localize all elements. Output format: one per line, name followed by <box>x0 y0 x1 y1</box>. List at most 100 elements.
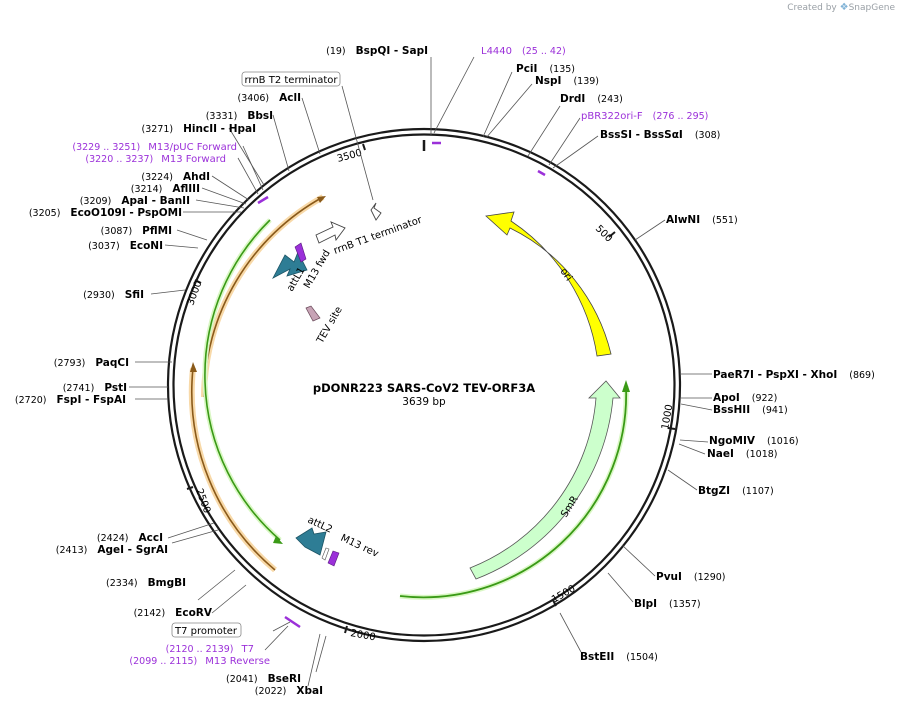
site-drdi[interactable]: DrdI (243) <box>560 93 623 105</box>
site-blpi[interactable]: BlpI(1357) <box>634 598 701 610</box>
tick-3000 <box>194 279 202 284</box>
site-econi[interactable]: (3037)EcoNI <box>88 240 163 252</box>
site-bsssi-pos: (308) <box>695 130 721 141</box>
plasmid-name: pDONR223 SARS-CoV2 TEV-ORF3A <box>313 381 535 395</box>
site-apoi[interactable]: ApoI(922) <box>713 392 777 404</box>
site-sgrai-name: AgeI - SgrAI <box>97 544 168 556</box>
site-psti[interactable]: (2741) PstI <box>63 382 127 394</box>
site-pvui-name: PvuI <box>656 571 682 583</box>
backbone-outer-ring <box>166 127 682 643</box>
smr-cds-line <box>399 385 628 599</box>
leader-lines <box>129 56 713 687</box>
site-ngomiv-pos: (1016) <box>767 436 799 447</box>
site-psti-name: PstI <box>104 382 127 394</box>
site-ecorv-pos: (2142) <box>134 608 166 619</box>
site-ahdi[interactable]: (3224)AhdI <box>141 171 210 183</box>
site-paqci[interactable]: (2793)PaqCI <box>54 357 129 369</box>
rrnb-t1-terminator-label: rrnB T1 terminator <box>332 214 424 256</box>
site-sfii-pos: (2930) <box>83 290 115 301</box>
site-pcii[interactable]: PciI (135) <box>516 63 575 75</box>
site-acci-pos: (2424) <box>97 533 129 544</box>
site-xhoi-name: PaeR7I - PspXI - XhoI <box>713 369 837 381</box>
created-by-text: Created by <box>787 3 837 13</box>
site-bsteii[interactable]: BstEII(1504) <box>580 651 658 663</box>
insert-cds-1-arrowhead <box>317 196 326 203</box>
site-beseri-pos: (2041) <box>226 674 258 685</box>
insert-green-line <box>204 219 281 541</box>
primer-m13-reverse-range: (2099 .. 2115) <box>129 656 197 667</box>
primer-m13-puc-forward-name: M13/pUC Forward <box>148 142 237 153</box>
snapgene-logo-icon: ❖ <box>839 2 849 13</box>
site-drdi-name: DrdI <box>560 93 585 105</box>
site-afliii[interactable]: (3214) AflIII <box>131 183 200 195</box>
primer-m13-puc-forward-range: (3229 .. 3251) <box>72 142 140 153</box>
site-fspai[interactable]: (2720)FspI - FspAI <box>15 394 126 406</box>
site-bsshii-name: BssHII <box>713 404 750 416</box>
site-bmgbi[interactable]: (2334)BmgBI <box>106 577 186 589</box>
site-sapi[interactable]: (19)BspQI - SapI <box>326 45 428 57</box>
site-bbsi[interactable]: (3331)BbsI <box>206 110 273 122</box>
m13-fwd-primer-arrow <box>294 242 307 263</box>
tick-1500 <box>552 599 557 607</box>
site-apoi-pos: (922) <box>752 393 778 404</box>
site-acli-pos: (3406) <box>238 93 270 104</box>
rrnb-t2-box-label: rrnB T2 terminator <box>244 75 338 86</box>
site-hpai[interactable]: (3271)HincII - HpaI <box>142 123 256 135</box>
site-naei[interactable]: NaeI(1018) <box>707 448 778 460</box>
site-hpai-pos: (3271) <box>142 124 174 135</box>
site-btgzi[interactable]: BtgZI(1107) <box>698 485 774 497</box>
primer-l4440-range: (25 .. 42) <box>522 46 566 57</box>
primer-m13-forward-name: M13 Forward <box>161 154 226 165</box>
site-bsteii-pos: (1504) <box>626 652 658 663</box>
site-alwni[interactable]: AlwNI(551) <box>666 214 738 226</box>
site-bsshii[interactable]: BssHII (941) <box>713 404 788 416</box>
site-beseri[interactable]: (2041) BseRI <box>226 673 301 685</box>
site-ngomiv[interactable]: NgoMIV (1016) <box>709 435 799 447</box>
tick-3500 <box>362 143 366 151</box>
site-psti-pos: (2741) <box>63 383 95 394</box>
site-afliii-pos: (3214) <box>131 184 163 195</box>
ori-feature <box>485 211 612 357</box>
primer-m13-reverse-name: M13 Reverse <box>205 656 270 667</box>
tick-label-500: 500 <box>593 223 614 244</box>
t7-primer-mark <box>284 615 301 629</box>
site-bsssi-name: BssSI - BssSαI <box>600 129 683 141</box>
primer-labels: L4440(25 .. 42) pBR322ori-F(276 .. 295) … <box>72 46 708 667</box>
site-apai-pos: (3209) <box>80 196 112 207</box>
site-acli[interactable]: (3406)AclI <box>238 92 301 104</box>
site-bsshii-pos: (941) <box>762 405 788 416</box>
tick-marks <box>186 140 676 634</box>
site-afliii-name: AflIII <box>172 183 200 195</box>
snapgene-brand: Created by ❖SnapGene <box>787 2 895 13</box>
site-ngomiv-name: NgoMIV <box>709 435 756 447</box>
insert-green-arrowhead <box>273 536 283 544</box>
site-drdi-pos: (243) <box>597 94 623 105</box>
right-site-labels: PciI (135) NspI(139) DrdI (243) BssSI - Bs… <box>516 63 875 663</box>
attl2-feature <box>295 527 327 556</box>
site-bsssi[interactable]: BssSI - BssSαI (308) <box>600 129 720 141</box>
site-sapi-pos: (19) <box>326 46 346 57</box>
m13-rev-primer-arrow <box>327 550 340 567</box>
site-xbai[interactable]: (2022)XbaI <box>255 685 323 697</box>
site-pspomi[interactable]: (3205)EcoO109I - PspOMI <box>29 207 182 219</box>
site-pcii-name: PciI <box>516 63 537 75</box>
plasmid-length: 3639 bp <box>402 396 446 408</box>
site-acci-name: AccI <box>139 532 163 544</box>
site-sfii-name: SfiI <box>125 289 144 301</box>
site-pflmi[interactable]: (3087)PflMI <box>101 225 172 237</box>
site-ecorv[interactable]: (2142)EcoRV <box>134 607 213 619</box>
site-sgrai[interactable]: (2413) AgeI - SgrAI <box>56 544 168 556</box>
site-acci[interactable]: (2424) AccI <box>97 532 163 544</box>
site-alwni-name: AlwNI <box>666 214 700 226</box>
site-sgrai-pos: (2413) <box>56 545 88 556</box>
site-paqci-pos: (2793) <box>54 358 86 369</box>
site-pvui[interactable]: PvuI(1290) <box>656 571 726 583</box>
site-xhoi[interactable]: PaeR7I - PspXI - XhoI(869) <box>713 369 875 381</box>
rrnb-t2-box: rrnB T2 terminator <box>241 71 341 87</box>
site-beseri-name: BseRI <box>268 673 301 685</box>
site-apai[interactable]: (3209)ApaI - BanII <box>80 195 190 207</box>
site-pcii-pos: (135) <box>549 64 575 75</box>
site-sfii[interactable]: (2930) SfiI <box>83 289 144 301</box>
site-nspi[interactable]: NspI(139) <box>535 75 599 87</box>
